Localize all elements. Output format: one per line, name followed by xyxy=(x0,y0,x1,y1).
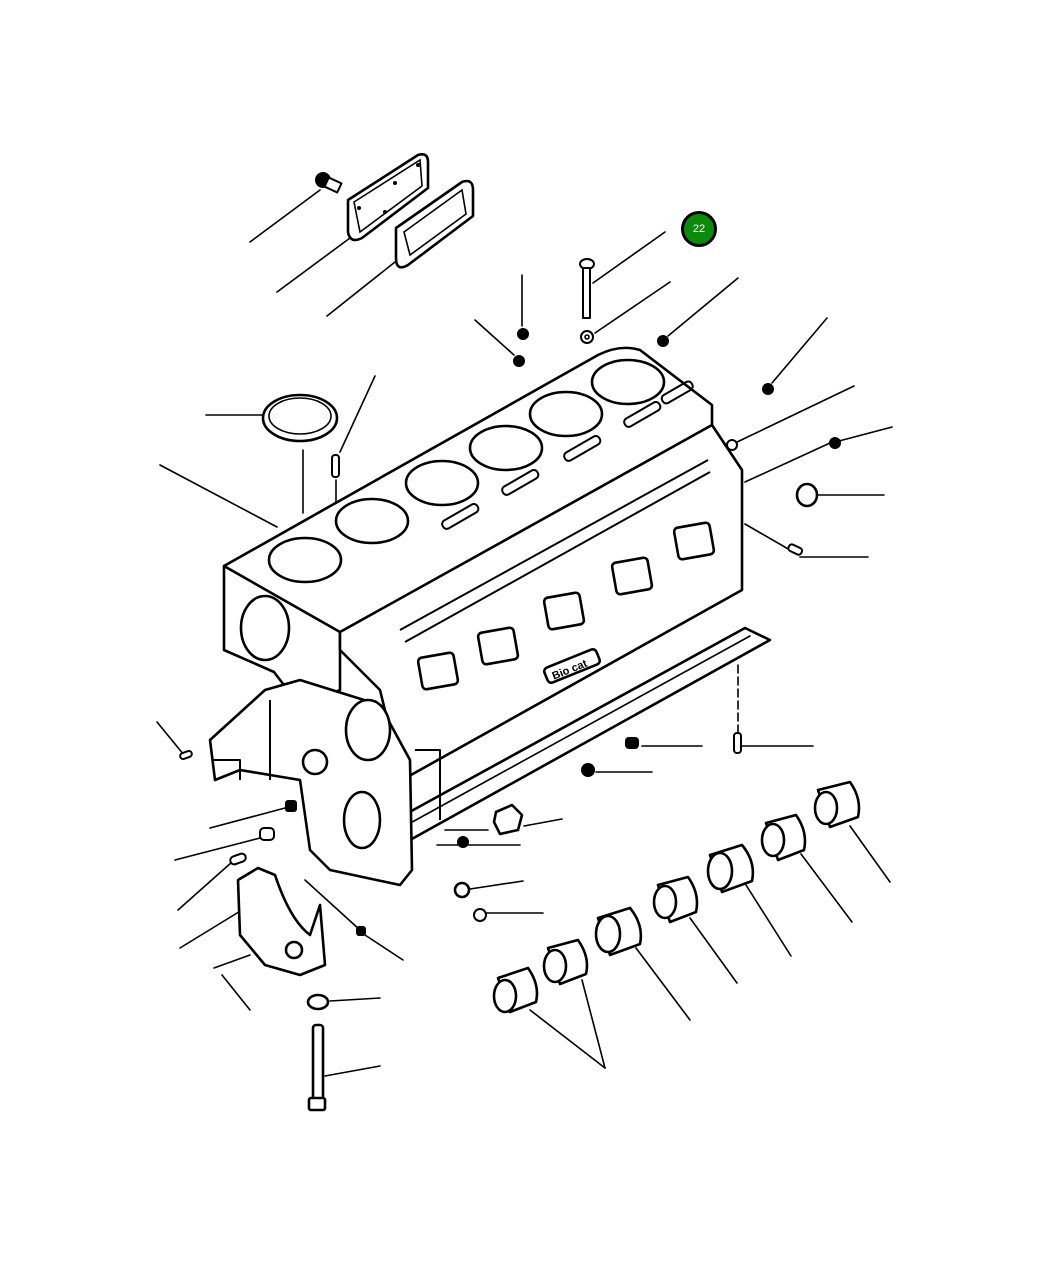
camshaft-bushing-5 xyxy=(706,843,792,957)
nut-part-1 xyxy=(517,274,529,340)
left-small-parts xyxy=(156,721,404,961)
nut-part-2 xyxy=(474,319,525,367)
plug-bolt-part xyxy=(249,172,343,243)
cap-washer-part xyxy=(306,993,381,1011)
callout-badge-22[interactable]: 22 xyxy=(681,211,717,247)
camshaft-bushing-3 xyxy=(594,906,691,1021)
camshaft-bushings xyxy=(492,780,891,1069)
cover-plate-part xyxy=(276,153,430,293)
camshaft-bushing-2 xyxy=(542,938,606,1069)
right-plug-parts xyxy=(726,317,893,558)
head-bolt-part xyxy=(579,231,666,319)
cylinder-block: Bio cat xyxy=(159,346,772,842)
washer-part xyxy=(580,281,671,344)
front-plate xyxy=(208,678,441,887)
cover-gasket-part xyxy=(326,179,475,317)
camshaft-bushing-4 xyxy=(652,875,738,984)
camshaft-bushing-6 xyxy=(760,813,853,923)
camshaft-bushing-7 xyxy=(813,780,891,883)
camshaft-bushing-1 xyxy=(492,966,606,1069)
nut-part-3 xyxy=(657,277,739,347)
o-ring-part xyxy=(205,393,339,514)
main-bearing-cap-part xyxy=(179,866,327,1011)
cap-bolt-part xyxy=(307,1023,381,1112)
lower-plug-parts xyxy=(436,664,814,922)
